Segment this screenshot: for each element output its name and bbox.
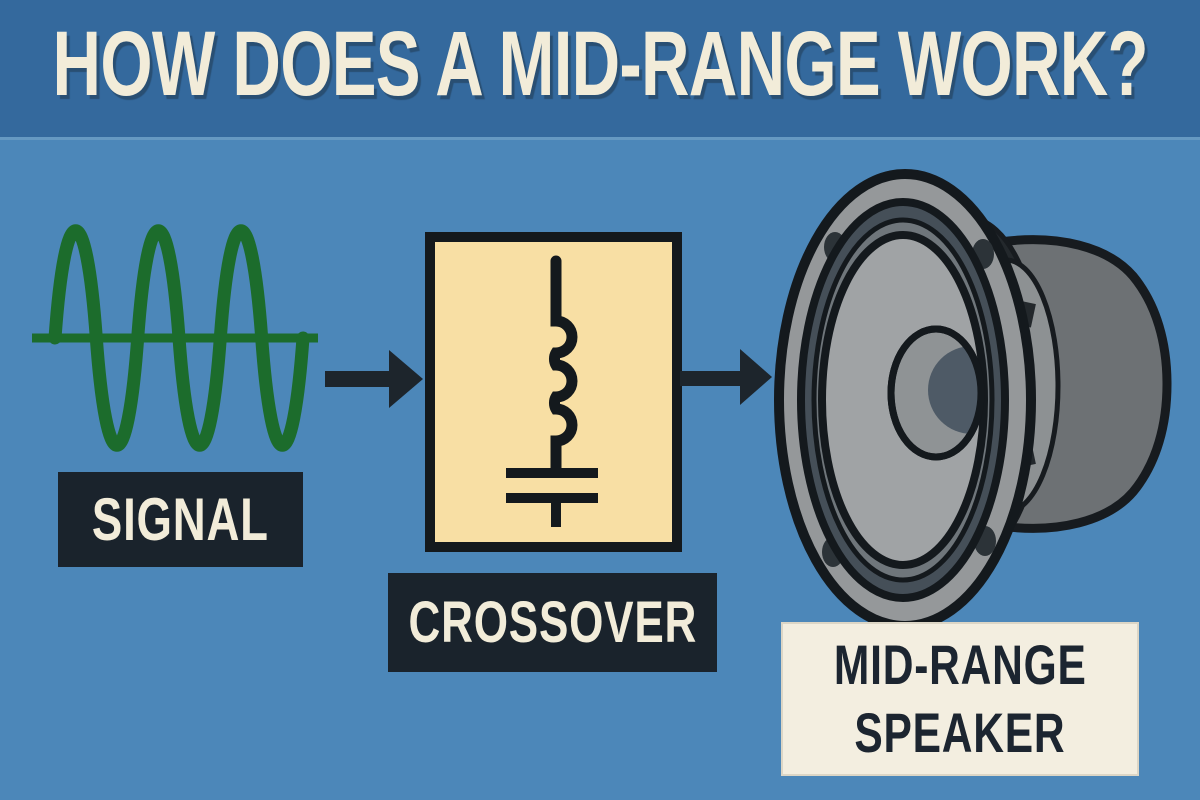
capacitor-icon (506, 468, 598, 527)
crossover-label: CROSSOVER (388, 573, 717, 672)
header-banner: HOW DOES A MID-RANGE WORK? (0, 0, 1200, 140)
sine-wave-curve (48, 224, 310, 452)
signal-label-text: SIGNAL (92, 486, 269, 553)
page-title: HOW DOES A MID-RANGE WORK? (52, 13, 1148, 115)
inductor-capacitor-circuit-icon (506, 255, 598, 527)
midrange-speaker-icon (774, 169, 1172, 631)
speaker-label: MID-RANGE SPEAKER (781, 622, 1139, 776)
arrow-right-icon (680, 349, 772, 405)
crossover-box (425, 232, 682, 552)
speaker-label-line1: MID-RANGE (833, 632, 1087, 696)
sine-wave-icon (32, 224, 318, 452)
signal-label: SIGNAL (58, 472, 303, 567)
inductor-coil-icon (548, 255, 578, 476)
crossover-label-text: CROSSOVER (408, 590, 697, 655)
speaker-label-line2: SPEAKER (854, 701, 1066, 764)
arrow-right-icon (325, 350, 423, 408)
